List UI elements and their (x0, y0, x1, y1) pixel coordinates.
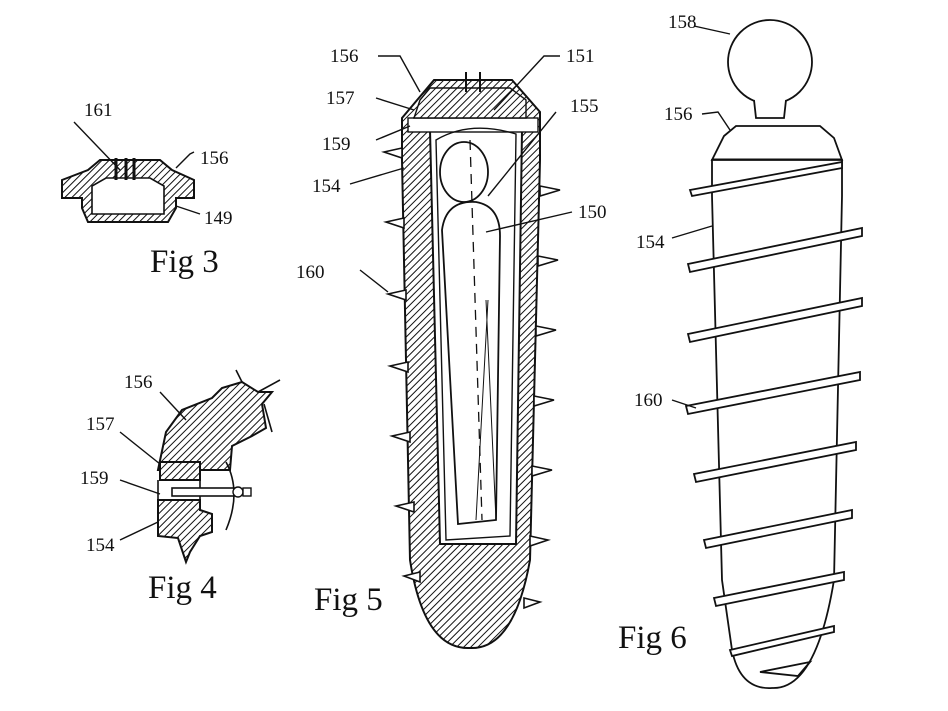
fig5-caption: Fig 5 (314, 582, 383, 618)
fig4-body-154 (157, 499, 213, 565)
fig3-label-161: 161 (84, 100, 113, 121)
fig5-ball-155 (439, 141, 489, 203)
fig5-label-155: 155 (570, 96, 599, 117)
fig3-caption: Fig 3 (150, 244, 219, 280)
fig4-label-159: 159 (80, 468, 109, 489)
fig3-label-149: 149 (204, 208, 233, 229)
fig6-ball-158 (727, 19, 813, 105)
fig6-label-158: 158 (668, 12, 697, 33)
fig5-label-160: 160 (296, 262, 325, 283)
fig5-shaft-150 (441, 201, 501, 525)
fig6-body-154 (711, 159, 843, 689)
fig5-label-159: 159 (322, 134, 351, 155)
fig4-label-156: 156 (124, 372, 153, 393)
fig5-label-151: 151 (566, 46, 595, 67)
fig3-label-156: 156 (200, 148, 229, 169)
fig5-label-150: 150 (578, 202, 607, 223)
fig4-caption: Fig 4 (148, 570, 217, 606)
fig4-drawing (119, 369, 281, 565)
fig6-drawing (671, 19, 863, 689)
fig4-ring-157 (159, 461, 201, 481)
fig4-label-157: 157 (86, 414, 115, 435)
fig4-pin-159 (171, 487, 235, 497)
fig5-label-154: 154 (312, 176, 341, 197)
fig4-cap-section (156, 380, 275, 471)
fig3-cap-cavity (91, 177, 165, 215)
fig3-drawing (61, 121, 201, 223)
fig5-drawing (349, 55, 573, 650)
fig5-label-156: 156 (330, 46, 359, 67)
fig6-caption: Fig 6 (618, 620, 687, 656)
fig5-label-157: 157 (326, 88, 355, 109)
fig6-cap-156 (710, 125, 844, 161)
fig6-label-156: 156 (664, 104, 693, 125)
fig5-threads (381, 147, 561, 610)
fig6-label-154: 154 (636, 232, 665, 253)
fig4-label-154: 154 (86, 535, 115, 556)
fig6-threads (684, 160, 863, 677)
fig6-label-160: 160 (634, 390, 663, 411)
